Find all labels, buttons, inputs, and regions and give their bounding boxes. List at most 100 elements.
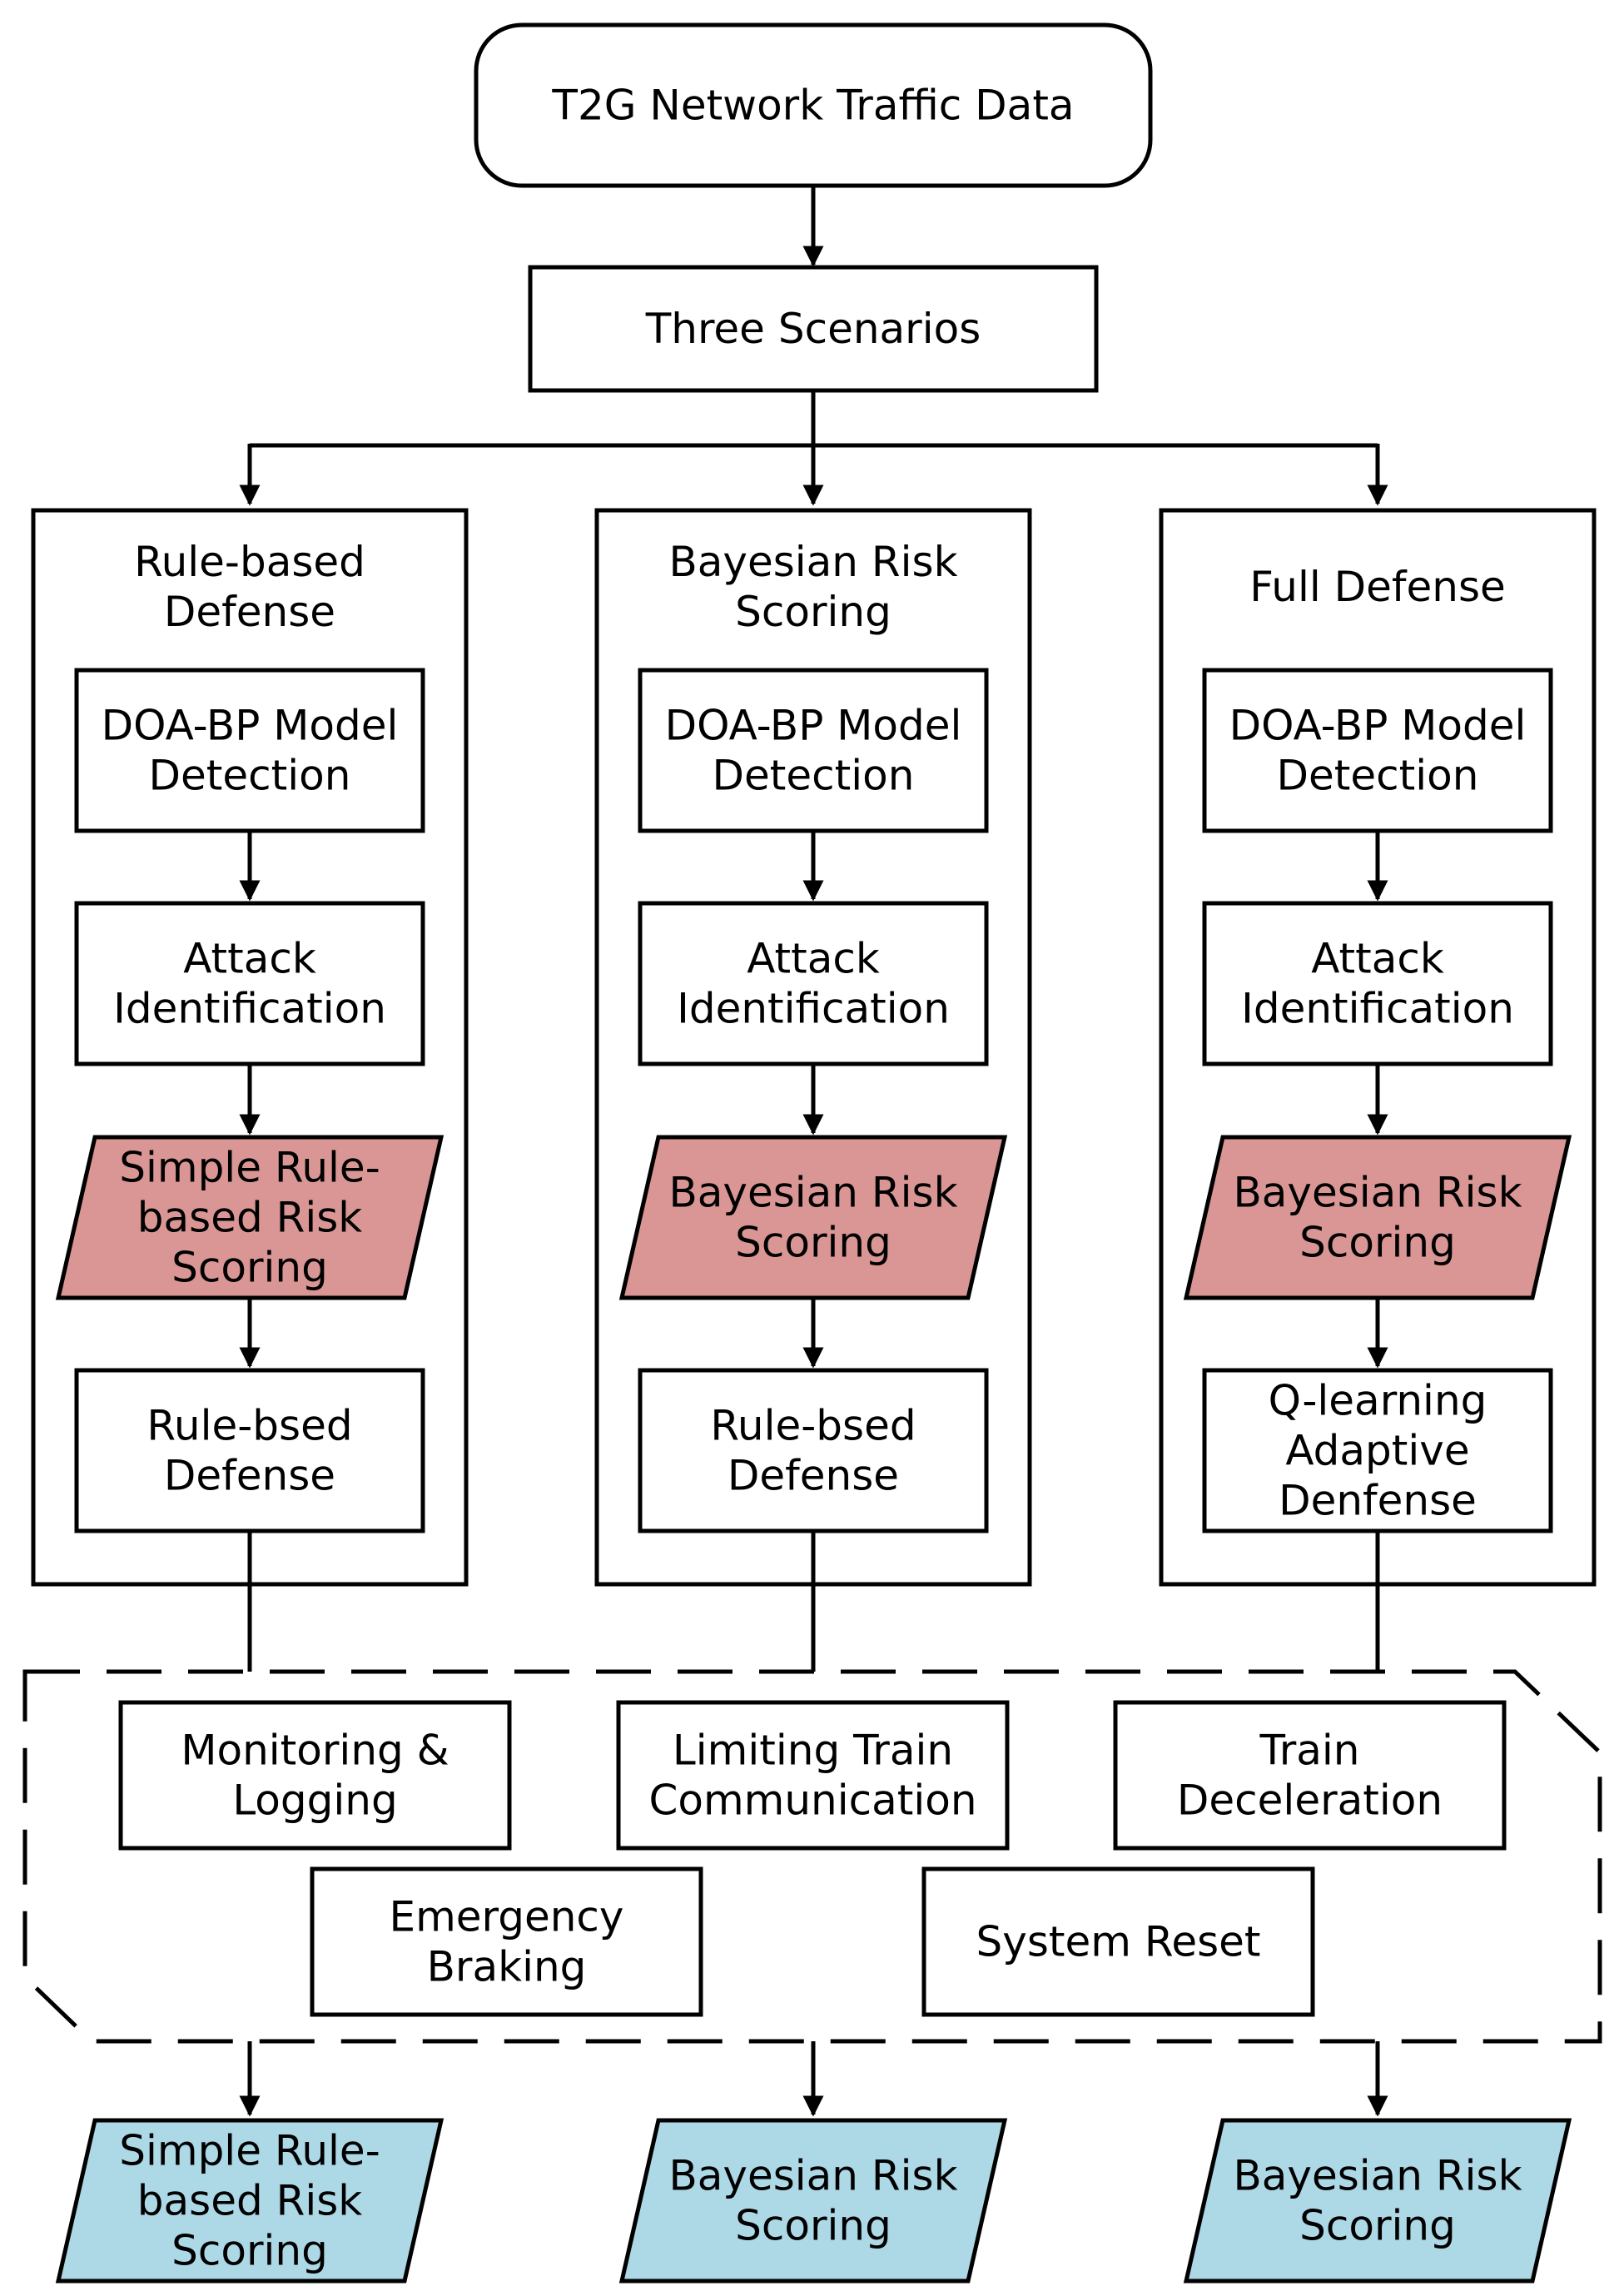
column-full-defense-detection-node-shape [1202,668,1553,833]
column-rule-based-defense-node-label-line: Defense [164,1452,335,1500]
column-full-defense-frame [1159,508,1597,1587]
column-rule-based-output-node-label-line: based Risk [137,2177,363,2225]
column-rule-based-output-node-label-line: Scoring [171,2227,328,2275]
column-full-defense-output-node-label-line: Scoring [1299,2202,1456,2250]
action-system-reset-label-line: System Reset [976,1918,1260,1966]
column-bayesian-detection-node-label-line: Detection [713,752,915,800]
column-full-defense-scoring-node-label-line: Bayesian Risk [1233,1169,1522,1217]
column-rule-based-output-node-shape [55,2118,444,2284]
column-bayesian-scoring-node-label-line: Bayesian Risk [668,1169,957,1217]
column-rule-based-identification-node-label-line: Attack [183,935,316,983]
scenarios-node-shape [528,265,1099,393]
action-system-reset-shape [921,1866,1315,2017]
column-full-defense-container: Full Defense [1159,508,1597,1587]
action-region [22,1669,1602,2044]
column-rule-based-title-line: Rule-based [134,538,365,586]
action-monitoring-logging-shape [118,1700,512,1851]
column-bayesian-title-line: Scoring [735,588,891,636]
column-rule-based-frame [31,508,469,1587]
column-bayesian-output-node-shape [618,2118,1008,2284]
column-rule-based-identification-node-shape [74,901,425,1066]
action-emergency-braking-label-line: Emergency [389,1893,623,1941]
column-full-defense-identification-node-label-line: Identification [1241,985,1514,1033]
column-full-defense-title-line: Full Defense [1249,563,1506,611]
action-region-border [22,1669,1602,2044]
start-node-shape [474,22,1153,188]
column-full-defense-identification-node-label-line: Attack [1311,935,1444,983]
column-rule-based-defense-node-label-line: Rule-bsed [147,1402,352,1450]
action-monitoring-logging-label-line: Monitoring & [181,1727,449,1775]
action-train-deceleration-label-line: Deceleration [1177,1777,1443,1825]
column-rule-based-detection-node-shape [74,668,425,833]
column-bayesian-output-node-label-line: Bayesian Risk [668,2152,957,2200]
column-bayesian-identification-node-shape [638,901,989,1066]
column-full-defense-detection-node-label-line: DOA-BP Model [1229,702,1527,750]
column-full-defense-output-node-shape [1183,2118,1572,2284]
column-rule-based-scoring-node-label-line: Simple Rule- [119,1144,380,1192]
action-system-reset: System Reset [921,1866,1315,2017]
column-bayesian-defense-node-label-line: Rule-bsed [710,1402,916,1450]
column-rule-based-defense-node-shape [74,1368,425,1533]
column-rule-based-scoring-node-shape [55,1135,444,1300]
column-full-defense-identification-node-shape [1202,901,1553,1066]
action-limiting-train-communication-label-line: Limiting Train [673,1727,953,1775]
column-bayesian-defense-node-shape [638,1368,989,1533]
action-limiting-train-communication-shape [616,1700,1010,1851]
action-emergency-braking-label-line: Braking [427,1943,587,1991]
connectors-layer [239,186,1388,2117]
column-bayesian-identification-node-label-line: Attack [747,935,880,983]
column-bayesian-identification-node-label-line: Identification [677,985,950,1033]
column-full-defense-output-node-label-line: Bayesian Risk [1233,2152,1522,2200]
action-monitoring-logging: Monitoring &Logging [118,1700,512,1851]
column-rule-based-identification-node-label-line: Identification [113,985,386,1033]
action-train-deceleration-label-line: Train [1259,1727,1360,1775]
column-bayesian-detection-node-shape [638,668,989,833]
action-limiting-train-communication-label-line: Communication [648,1777,976,1825]
column-rule-based-detection-node-label-line: DOA-BP Model [102,702,399,750]
column-bayesian-frame [594,508,1032,1587]
column-rule-based-detection-node-label-line: Detection [149,752,351,800]
start-node: T2G Network Traffic Data [474,22,1153,188]
column-rule-based-scoring-node-label-line: Scoring [171,1244,328,1292]
column-bayesian-scoring-node-label-line: Scoring [735,1219,891,1267]
column-full-defense-detection-node-label-line: Detection [1277,752,1479,800]
column-rule-based-scoring-node-label-line: based Risk [137,1194,363,1242]
column-bayesian-output-node-label-line: Scoring [735,2202,891,2250]
column-full-defense-defense-node-label-line: Q-learning [1269,1377,1487,1425]
column-bayesian-detection-node-label-line: DOA-BP Model [665,702,962,750]
column-full-defense-defense-node-label-line: Adaptive [1285,1427,1469,1475]
action-train-deceleration-shape [1113,1700,1507,1851]
column-full-defense-scoring-node-shape [1183,1135,1572,1300]
column-rule-based-output-node-label-line: Simple Rule- [119,2127,380,2175]
scenarios-node-label-line: Three Scenarios [645,305,981,353]
column-bayesian-scoring-node-shape [618,1135,1008,1300]
column-full-defense-scoring-node-label-line: Scoring [1299,1219,1456,1267]
column-full-defense-defense-node-label-line: Denfense [1279,1477,1477,1525]
column-bayesian-defense-node-label-line: Defense [728,1452,899,1500]
scenarios-node: Three Scenarios [528,265,1099,393]
start-node-label-line: T2G Network Traffic Data [551,82,1074,130]
column-rule-based-title-line: Defense [164,588,335,636]
